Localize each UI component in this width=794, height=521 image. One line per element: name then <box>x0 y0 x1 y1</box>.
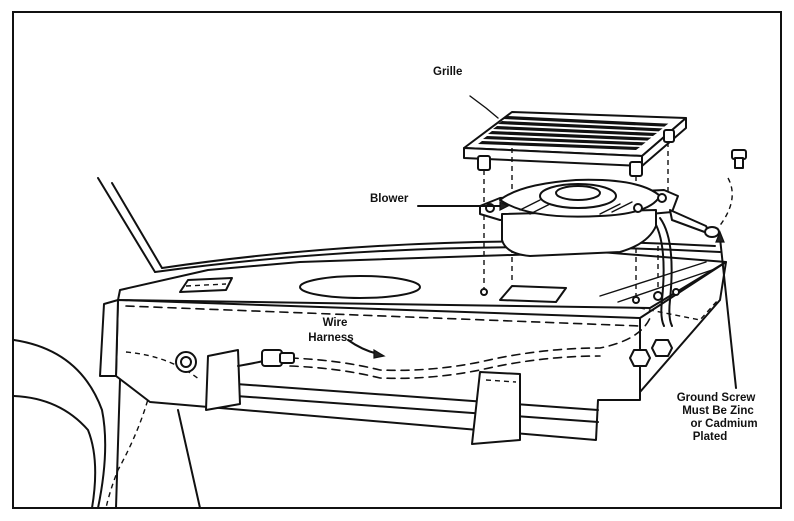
wire-label: Wire <box>322 317 348 329</box>
cadmium-label: or Cadmium <box>690 418 758 430</box>
grille-label: Grille <box>433 66 463 78</box>
leader-lines <box>347 95 737 389</box>
blower-label: Blower <box>370 193 409 205</box>
diagram-frame <box>12 11 782 509</box>
grille-slot <box>493 126 657 136</box>
instrument-panel <box>99 251 727 441</box>
grille-slot <box>503 116 669 127</box>
grille-slot <box>483 136 646 146</box>
harness-label: Harness <box>308 332 354 344</box>
ground-screw-label: Ground Screw <box>676 392 756 404</box>
panel-brackets <box>205 349 521 445</box>
ground-screw-part <box>480 149 747 367</box>
grille-part <box>463 111 687 177</box>
door-edge <box>13 339 201 509</box>
plated-label: Plated <box>692 431 728 443</box>
zinc-label: Must Be Zinc <box>682 405 754 417</box>
blower-part <box>479 178 720 257</box>
grille-slot <box>478 141 640 150</box>
wire-harness <box>175 217 673 380</box>
grille-slot <box>488 131 652 141</box>
grille-slot <box>498 121 663 132</box>
